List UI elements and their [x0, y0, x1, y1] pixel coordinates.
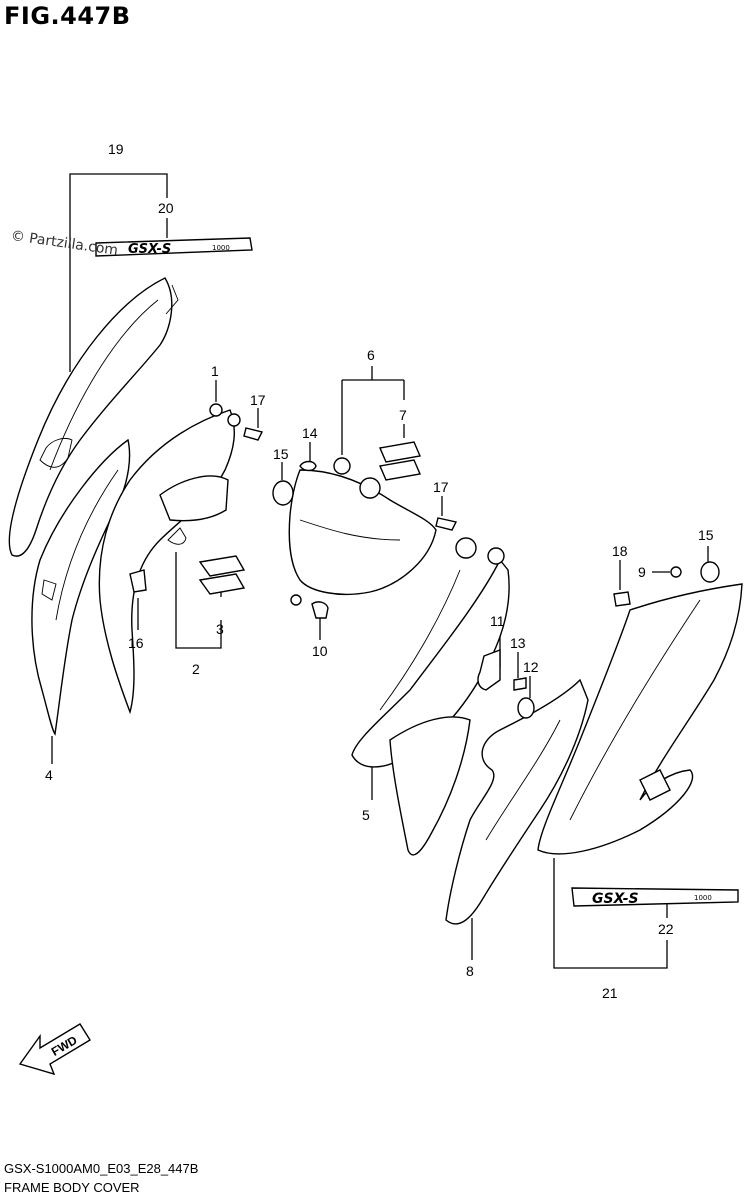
gsx-emblem-right: GSX-S 1000	[571, 887, 739, 907]
gsx-emblem-left-text: GSX-S	[128, 242, 171, 257]
cover-part-21	[537, 583, 743, 855]
footer-name: FRAME BODY COVER	[4, 1180, 140, 1195]
screw-17a	[243, 427, 264, 441]
callout-3: 3	[216, 621, 224, 637]
gsx-emblem-right-sub: 1000	[694, 894, 712, 902]
callout-1: 1	[211, 363, 219, 379]
gsx-emblem-left: GSX-S 1000	[95, 237, 253, 257]
callout-7: 7	[399, 407, 407, 423]
leader-6	[341, 366, 405, 455]
callout-15b: 15	[698, 527, 714, 543]
leader-lines	[51, 173, 709, 969]
callout-10: 10	[312, 643, 328, 659]
fwd-arrow: FWD	[18, 1023, 91, 1076]
cover-part-5	[351, 537, 510, 856]
bolt-13	[513, 677, 527, 691]
grommet-15b	[700, 561, 720, 583]
callout-16: 16	[128, 635, 144, 651]
nut-10	[311, 601, 329, 619]
cover-part-6	[288, 457, 437, 606]
grommet-16	[129, 569, 147, 593]
callout-19: 19	[108, 141, 124, 157]
callout-21: 21	[602, 985, 618, 1001]
callout-9: 9	[638, 564, 646, 580]
gsx-emblem-left-sub: 1000	[212, 244, 230, 252]
nut-18	[613, 591, 631, 607]
cover-part-2	[98, 403, 241, 715]
callout-5: 5	[362, 807, 370, 823]
callout-13: 13	[510, 635, 526, 651]
cover-part-8	[445, 678, 589, 925]
callout-22: 22	[658, 921, 674, 937]
gsx-emblem-right-text: GSX-S	[592, 891, 639, 907]
suzuki-logo-7	[379, 441, 421, 481]
leader-21	[553, 858, 668, 969]
footer-code: GSX-S1000AM0_E03_E28_447B	[4, 1161, 199, 1176]
cover-upper-left	[8, 277, 179, 557]
callout-6: 6	[367, 347, 375, 363]
leader-19-20	[69, 173, 168, 372]
callout-8: 8	[466, 963, 474, 979]
callout-17a: 17	[250, 392, 266, 408]
callout-18: 18	[612, 543, 628, 559]
callout-17b: 17	[433, 479, 449, 495]
suzuki-logo-3	[198, 555, 246, 595]
callout-2: 2	[192, 661, 200, 677]
callout-labels: 19 20 1 17 14 15 6 7 17 3 2 16 10 11 13 …	[45, 141, 714, 1001]
clip-14	[299, 460, 317, 472]
callout-12: 12	[523, 659, 539, 675]
leader-2	[175, 552, 222, 649]
screw-9	[670, 566, 682, 578]
figure-title: FIG.447B	[4, 2, 131, 30]
grommet-12	[517, 697, 535, 719]
callout-11: 11	[490, 613, 505, 629]
bracket-11	[477, 648, 501, 691]
screw-17b	[435, 517, 458, 531]
hardware-parts	[129, 427, 720, 719]
grommet-15a	[272, 480, 294, 506]
callout-15a: 15	[273, 446, 289, 462]
callout-20: 20	[158, 200, 174, 216]
callout-14: 14	[302, 425, 318, 441]
callout-4: 4	[45, 767, 53, 783]
